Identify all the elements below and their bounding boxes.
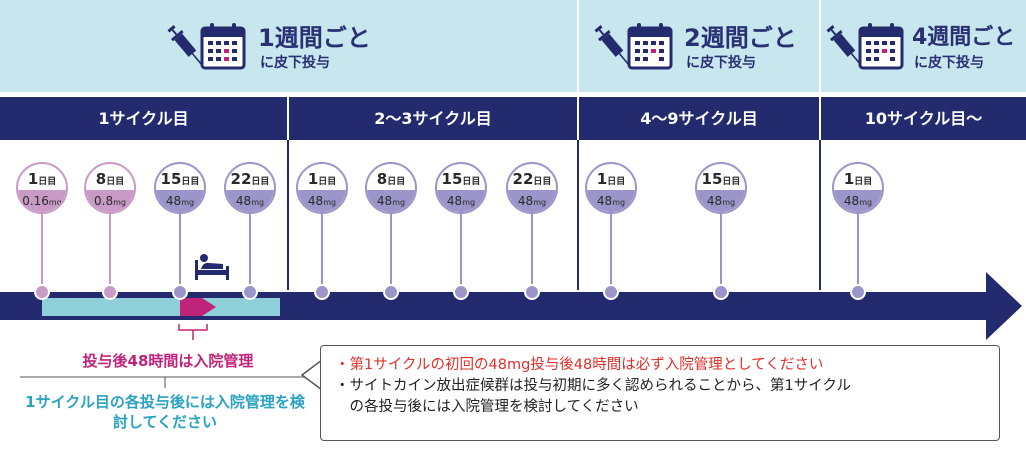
dose-dot	[453, 284, 469, 300]
syringe-icon	[594, 25, 630, 65]
dose-amount: 0.8mg	[86, 190, 134, 212]
dose-dot	[242, 284, 258, 300]
pin-stem	[41, 212, 43, 292]
dose-dot	[314, 284, 330, 300]
dose-pin: 1日目 48mg	[832, 162, 884, 214]
dose-pin: 22日目 48mg	[506, 162, 558, 214]
dose-day: 22日目	[512, 170, 552, 188]
cycle-divider-line	[819, 140, 821, 290]
band-monthly-subtitle: に皮下投与	[914, 55, 984, 71]
dose-pin: 22日目 48mg	[224, 162, 276, 214]
dose-pin: 15日目 48mg	[154, 162, 206, 214]
dose-dot	[850, 284, 866, 300]
band-monthly	[821, 0, 1026, 92]
dose-dot	[102, 284, 118, 300]
cycle-label-4-9: 4～9サイクル目	[640, 109, 758, 128]
cycle-separator	[819, 97, 821, 140]
dose-day: 8日目	[376, 170, 406, 188]
caution-box: ・第1サイクルの初回の48mg投与後48時間は必ず入院管理としてください ・サイ…	[320, 345, 1000, 441]
band-weekly-subtitle: に皮下投与	[260, 55, 330, 71]
dose-day: 15日目	[701, 170, 741, 188]
pin-stem	[720, 212, 722, 292]
cycle-label-10: 10サイクル目～	[864, 109, 983, 128]
caution-line-3: の各投与後には入院管理を検討してください	[335, 399, 639, 415]
dose-pin: 8日目 48mg	[365, 162, 417, 214]
pin-stem	[321, 212, 323, 292]
dose-amount: 48mg	[226, 190, 274, 212]
pin-stem	[610, 212, 612, 292]
hospital-bracket	[178, 324, 208, 340]
note-divider	[20, 376, 310, 388]
dose-amount: 48mg	[437, 190, 485, 212]
dose-day: 1日目	[27, 170, 57, 188]
pin-stem	[109, 212, 111, 292]
dose-amount: 48mg	[834, 190, 882, 212]
dose-day: 1日目	[843, 170, 873, 188]
dose-amount: 0.16mg	[18, 190, 66, 212]
arrow-icon	[0, 272, 1022, 340]
cycle-label-2-3: 2～3サイクル目	[374, 109, 492, 128]
cycle-label-1: 1サイクル目	[98, 109, 189, 128]
dose-pin: 15日目 48mg	[695, 162, 747, 214]
band-biweekly-subtitle: に皮下投与	[686, 55, 756, 71]
pin-stem	[179, 212, 181, 292]
dose-pin: 15日目 48mg	[435, 162, 487, 214]
calendar-icon	[627, 23, 673, 70]
dose-pin: 1日目 48mg	[585, 162, 637, 214]
cycle-separator	[577, 97, 579, 140]
dose-amount: 48mg	[298, 190, 346, 212]
calendar-icon	[200, 23, 246, 70]
dose-amount: 48mg	[587, 190, 635, 212]
cycle-separator	[287, 97, 289, 140]
cycle-divider-line	[577, 140, 579, 290]
hospital-48h-note: 投与後48時間は入院管理	[82, 352, 254, 370]
dose-day: 8日目	[95, 170, 125, 188]
dose-dot	[383, 284, 399, 300]
dose-dot	[524, 284, 540, 300]
syringe-icon	[167, 25, 203, 65]
dose-amount: 48mg	[367, 190, 415, 212]
dose-dot	[713, 284, 729, 300]
dose-dot	[34, 284, 50, 300]
cycle1-consider-note: 1サイクル目の各投与後には入院管理を検討してください	[25, 393, 305, 431]
pin-stem	[857, 212, 859, 292]
caution-line-2: ・サイトカイン放出症候群は投与初期に多く認められることから、第1サイクル	[335, 378, 851, 394]
dose-dot	[603, 284, 619, 300]
dose-day: 15日目	[441, 170, 481, 188]
dose-amount: 48mg	[697, 190, 745, 212]
caution-line-1: ・第1サイクルの初回の48mg投与後48時間は必ず入院管理としてください	[335, 357, 824, 373]
dose-amount: 48mg	[156, 190, 204, 212]
dose-pin: 8日目 0.8mg	[84, 162, 136, 214]
band-monthly-title: 4週間ごと	[912, 25, 1016, 50]
pin-stem	[390, 212, 392, 292]
dose-day: 1日目	[307, 170, 337, 188]
pin-stem	[531, 212, 533, 292]
pin-stem	[249, 212, 251, 292]
dose-day: 1日目	[596, 170, 626, 188]
calendar-icon	[858, 23, 904, 70]
dose-day: 15日目	[160, 170, 200, 188]
cycle-divider-line	[287, 140, 289, 290]
band-biweekly-title: 2週間ごと	[684, 24, 797, 52]
dose-day: 22日目	[230, 170, 270, 188]
syringe-icon	[826, 25, 862, 65]
dose-pin: 1日目 0.16mg	[16, 162, 68, 214]
cycle-bar	[0, 97, 1026, 140]
dose-dot	[172, 284, 188, 300]
pin-stem	[460, 212, 462, 292]
dose-amount: 48mg	[508, 190, 556, 212]
band-weekly-title: 1週間ごと	[258, 24, 371, 52]
patient-bed-icon	[195, 254, 229, 280]
dose-pin: 1日目 48mg	[296, 162, 348, 214]
band-weekly	[0, 0, 577, 92]
